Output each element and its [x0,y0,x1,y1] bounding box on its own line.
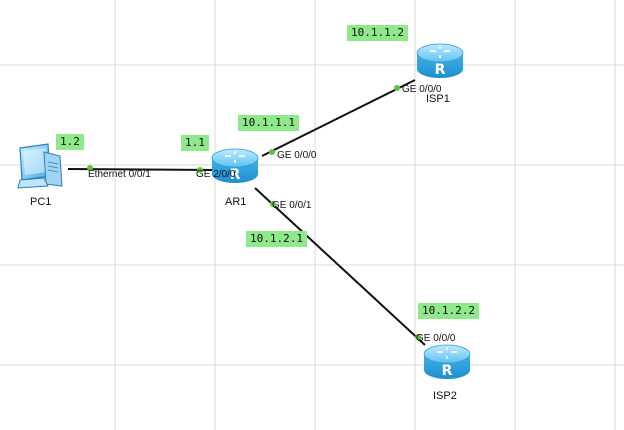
pc-icon[interactable] [14,142,68,190]
port-dot-isp2 [415,334,421,340]
router-icon[interactable]: R [210,146,260,186]
port-label-ar1-ge200: GE 2/0/0 [196,169,236,180]
link-ar1-isp2[interactable] [254,187,426,346]
link-ar1-isp1[interactable] [261,79,416,157]
ip-note-ar1-isp2[interactable]: 10.1.2.1 [246,231,307,247]
ip-note-isp2[interactable]: 10.1.2.2 [418,303,479,319]
router-icon[interactable]: R [422,342,472,382]
device-name-ar1: AR1 [225,196,247,208]
port-label-ar1-ge001: GE 0/0/1 [272,200,312,211]
ip-note-ar1-isp1[interactable]: 10.1.1.1 [238,115,299,131]
svg-text:R: R [442,363,453,379]
ip-note-pc1[interactable]: 1.2 [56,134,84,150]
ip-note-ar1-lan[interactable]: 1.1 [181,135,209,151]
port-dot-isp1 [394,85,400,91]
port-label-ar1-ge000: GE 0/0/0 [277,150,317,161]
port-label-isp2-ge000: GE 0/0/0 [416,333,456,344]
svg-text:R: R [435,62,446,78]
router-icon[interactable]: R [415,41,465,81]
port-label-isp1-ge000: GE 0/0/0 [402,84,442,95]
svg-text:R: R [230,167,241,183]
port-dot-pc1 [87,165,93,171]
device-name-pc1: PC1 [30,196,52,208]
port-dot-ar1-ge200 [197,167,203,173]
device-name-isp2: ISP2 [433,390,457,402]
port-dot-ar1-ge001 [270,201,276,207]
port-dot-ar1-ge000 [269,149,275,155]
device-name-isp1: ISP1 [426,93,450,105]
port-label-pc1-ethernet: Ethernet 0/0/1 [88,169,151,180]
ip-note-isp1[interactable]: 10.1.1.2 [347,25,408,41]
